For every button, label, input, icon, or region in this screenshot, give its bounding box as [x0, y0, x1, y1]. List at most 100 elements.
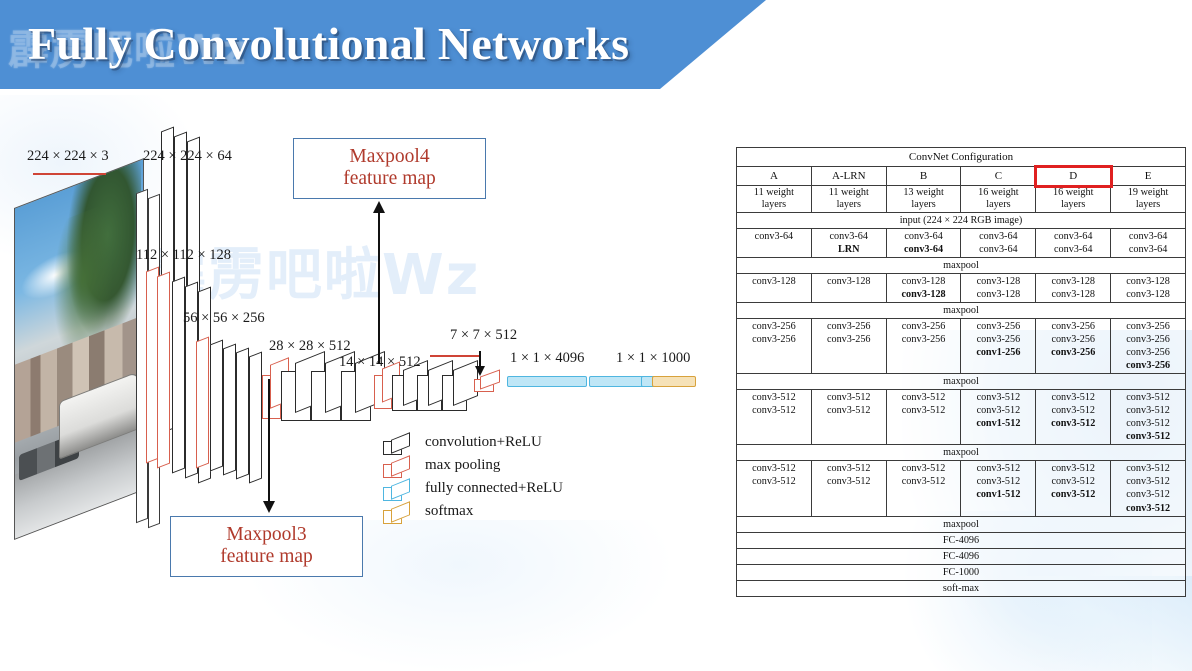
maxpool-row: maxpool [736, 373, 1186, 391]
input-photo [14, 158, 144, 540]
legend-label-fully-connected: fully connected+ReLU [425, 480, 563, 496]
dim-underline-input [33, 173, 106, 175]
legend-label-softmax: softmax [425, 503, 474, 519]
footer-row-soft-max: soft-max [736, 579, 1186, 597]
conv-cell-a-block1: conv3-64 [736, 227, 812, 258]
footer-row-maxpool: maxpool [736, 515, 1186, 533]
legend-label-convolution: convolution+ReLU [425, 434, 542, 450]
column-header-c: C [960, 166, 1037, 187]
softmax-bar [652, 376, 696, 387]
pool5-arrow-line [479, 351, 481, 369]
banner-watermark: 霹雳吧啦Wz [8, 26, 248, 74]
fc-bar-1 [507, 376, 587, 387]
maxpool3-callout-line2: feature map [220, 545, 313, 567]
input-row: input (224 × 224 RGB image) [736, 211, 1186, 229]
dim-label-fc: 1 × 1 × 4096 [510, 350, 585, 366]
dim-label-conv2: 112 × 112 × 128 [136, 247, 232, 263]
table-title: ConvNet Configuration [736, 146, 1186, 168]
title-banner [0, 0, 766, 89]
column-header-b: B [885, 166, 962, 187]
conv-slab-256-c [236, 347, 249, 480]
maxpool4-callout-line2: feature map [343, 167, 436, 189]
maxpool-row: maxpool [736, 301, 1186, 319]
dim-label-conv4: 28 × 28 × 512 [269, 338, 351, 354]
column-header-a: A [736, 166, 812, 187]
maxpool3-arrow-line [268, 379, 270, 504]
conv-slab-256-a [210, 339, 223, 472]
legend-item-maxpooling: max pooling [383, 455, 623, 479]
conv-slab-256-d [249, 351, 262, 484]
table-footer-row: FC-4096 [736, 531, 1186, 549]
pool5-connector [430, 355, 480, 357]
footer-row-fc-4096: FC-4096 [736, 531, 1186, 549]
column-header-a-lrn: A-LRN [810, 166, 887, 187]
legend-item-fully-connected: fully connected+ReLU [383, 478, 623, 502]
maxpool-row: maxpool [736, 444, 1186, 462]
maxpool3-callout-line1: Maxpool3 [226, 524, 307, 545]
legend-cube-convolution-icon [383, 432, 411, 455]
table-footer-row: FC-1000 [736, 563, 1186, 581]
vgg-architecture-diagram: 224 × 224 × 3 224 × 224 × 64 112 × 112 ×… [0, 89, 730, 671]
maxpool4-callout: Maxpool4 feature map [293, 138, 486, 199]
maxpool4-callout-line1: Maxpool4 [349, 146, 430, 167]
legend-cube-softmax-icon [383, 501, 411, 524]
table-footer-row: soft-max [736, 579, 1186, 597]
column-header-e: E [1110, 166, 1186, 187]
maxpool4-arrow-line [378, 212, 380, 364]
dim-label-input: 224 × 224 × 3 [27, 148, 109, 164]
table-input-row: input (224 × 224 RGB image) [736, 211, 1186, 229]
pool-slab-256 [196, 336, 209, 469]
conv-cell-a-block2: conv3-128 [736, 272, 812, 303]
table-maxpool-row: maxpool [736, 301, 1186, 319]
diagram-legend: convolution+ReLU max pooling fully conne… [383, 432, 623, 526]
table-maxpool-row: maxpool [736, 444, 1186, 462]
page-title: Fully Convolutional Networks [28, 18, 630, 69]
maxpool-row: maxpool [736, 256, 1186, 274]
table-maxpool-row: maxpool [736, 373, 1186, 391]
legend-cube-maxpooling-icon [383, 455, 411, 478]
footer-row-fc-1000: FC-1000 [736, 563, 1186, 581]
dim-label-softmax: 1 × 1 × 1000 [616, 350, 691, 366]
table-maxpool-row: maxpool [736, 256, 1186, 274]
legend-cube-fully-connected-icon [383, 478, 411, 501]
table-title-row: ConvNet Configuration [736, 146, 1186, 168]
conv-cell-a-lrn-block2: conv3-128 [810, 272, 887, 303]
dim-label-conv1: 224 × 224 × 64 [143, 148, 232, 164]
legend-item-convolution: convolution+ReLU [383, 432, 623, 456]
maxpool4-arrow-head [373, 201, 385, 213]
